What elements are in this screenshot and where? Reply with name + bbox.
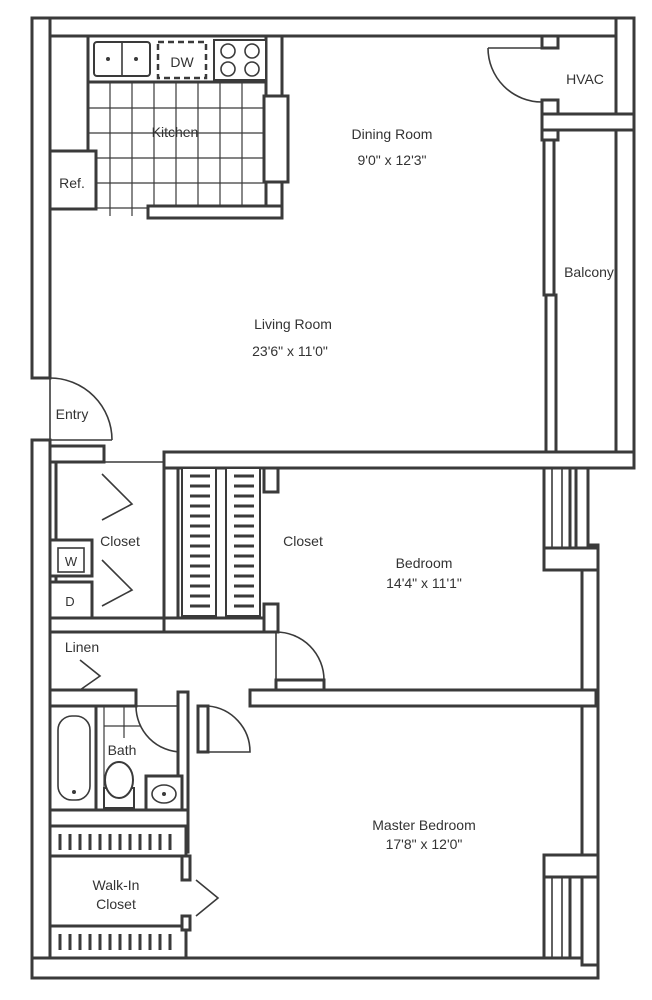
balcony: Balcony [542,128,636,457]
dining-room-label: Dining Room [352,126,433,142]
bath: Bath [48,690,251,854]
linen-closet: Linen [65,639,102,691]
walk-in-closet-label-line2: Closet [96,896,136,912]
living-room-south-wall [162,450,636,470]
walk-in-hangers-top [58,834,172,850]
sink-icon [93,41,151,77]
linen-bottom-wall [48,688,138,708]
closet-rod-right [225,467,261,617]
balcony-glass-upper [542,138,556,297]
bedroom-pilaster [542,546,600,572]
master-window [542,875,572,960]
dining-room-size: 9'0" x 12'3" [358,152,427,168]
bedroom-window [542,466,572,550]
hall-closet: W D Closet [48,460,140,634]
hall-closet-bottom-wall [48,616,170,634]
bedroom-size: 14'4" x 11'1" [386,575,462,591]
bedroom-closet-label: Closet [283,533,323,549]
living-room-label: Living Room [254,316,332,332]
entry: Entry [49,377,113,441]
bath-bottom-wall [48,808,190,828]
master-pilaster [542,853,600,879]
kitchen-bar [146,204,284,220]
master-bedroom-size: 17'8" x 12'0" [386,836,463,852]
dishwasher-icon [156,40,208,80]
west-wall-upper [30,16,52,380]
refrigerator-icon [48,149,98,211]
closet-shelves-right [234,474,254,608]
bedroom-label: Bedroom [396,555,453,571]
hall-closet-label: Closet [100,533,140,549]
south-wall [30,956,600,980]
closet-shelves-left [190,474,210,608]
bath-sink-icon [144,774,184,812]
kitchen-tile-floor [88,82,266,216]
master-bedroom-label: Master Bedroom [372,817,475,833]
bedroom: Bedroom 14'4" x 11'1" [274,466,590,692]
bedroom-master-wall [248,688,598,708]
walk-in-closet: Walk-In Closet [48,824,220,960]
kitchen: DW Ref. Kitchen [48,34,290,220]
east-wall-bedrooms [580,543,600,967]
bath-label: Bath [108,742,137,758]
walk-in-shelf-bottom [48,924,188,960]
washer-icon [48,538,94,578]
dishwasher-label: DW [170,54,194,70]
dryer-label: D [65,594,74,609]
kitchen-label: Kitchen [152,124,199,140]
hvac-label: HVAC [566,71,604,87]
hvac-east-wall [614,16,636,116]
living-room-size: 23'6" x 11'0" [252,343,328,359]
bathtub-icon [48,704,98,812]
washer-label: W [65,554,78,569]
master-bedroom: Master Bedroom 17'8" x 12'0" [372,817,572,960]
north-wall [30,16,636,38]
toilet-icon [103,761,135,809]
hall-closet-top-wall [48,444,106,464]
walk-in-shelf-top [48,824,188,858]
refrigerator-label: Ref. [59,175,85,191]
pass-through-counter [262,94,290,184]
walk-in-hangers-bottom [58,934,172,950]
entry-label: Entry [56,406,89,422]
closet-rod-left [181,467,217,617]
walk-in-closet-label-line1: Walk-In [93,877,140,893]
bedroom-closet: Closet [162,466,323,634]
west-wall-lower [30,438,52,980]
balcony-glass-lower [544,293,558,457]
linen-label: Linen [65,639,99,655]
balcony-label: Balcony [564,264,614,280]
dryer-icon [48,580,94,620]
stove-icon [213,39,267,81]
kitchen-west-counter [48,34,90,153]
hvac-closet: HVAC [487,34,636,142]
